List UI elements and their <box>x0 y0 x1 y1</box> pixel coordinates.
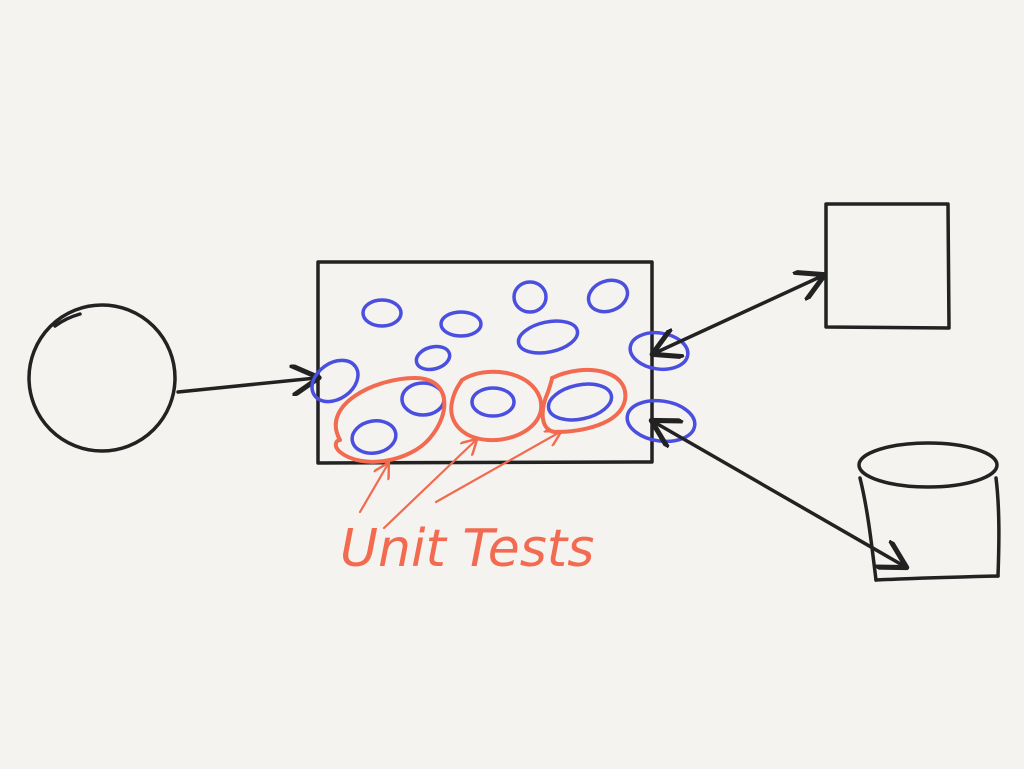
component-ellipse <box>439 310 483 338</box>
unit-test-circle <box>449 369 544 443</box>
external-actor-node <box>27 303 177 453</box>
component-ellipse <box>546 382 614 422</box>
component-ellipse <box>310 358 360 404</box>
system-datastore-arrow <box>654 422 904 566</box>
component-ellipse <box>414 344 452 372</box>
system-under-test-box <box>316 260 654 465</box>
unit-test-arrow <box>358 464 388 514</box>
unit-test-arrow <box>434 432 560 504</box>
unit-test-arrows <box>358 432 560 530</box>
internal-components <box>310 278 697 455</box>
unit-test-circles <box>333 367 628 464</box>
unit-test-circle <box>540 367 628 435</box>
collaborator-service-box <box>824 202 951 330</box>
actor-to-system-arrow <box>176 378 316 392</box>
component-ellipse <box>625 398 697 444</box>
component-ellipse <box>512 280 548 314</box>
unit-tests-label: Unit Tests <box>340 519 594 579</box>
component-ellipse <box>350 419 398 455</box>
component-ellipse <box>361 298 403 328</box>
component-ellipse <box>586 278 630 314</box>
unit-test-arrow <box>382 440 476 530</box>
component-ellipse <box>516 319 580 355</box>
datastore-node <box>857 441 1001 582</box>
system-collaborator-arrow <box>655 276 822 353</box>
component-ellipse <box>470 386 516 418</box>
unit-test-circle <box>333 375 447 464</box>
